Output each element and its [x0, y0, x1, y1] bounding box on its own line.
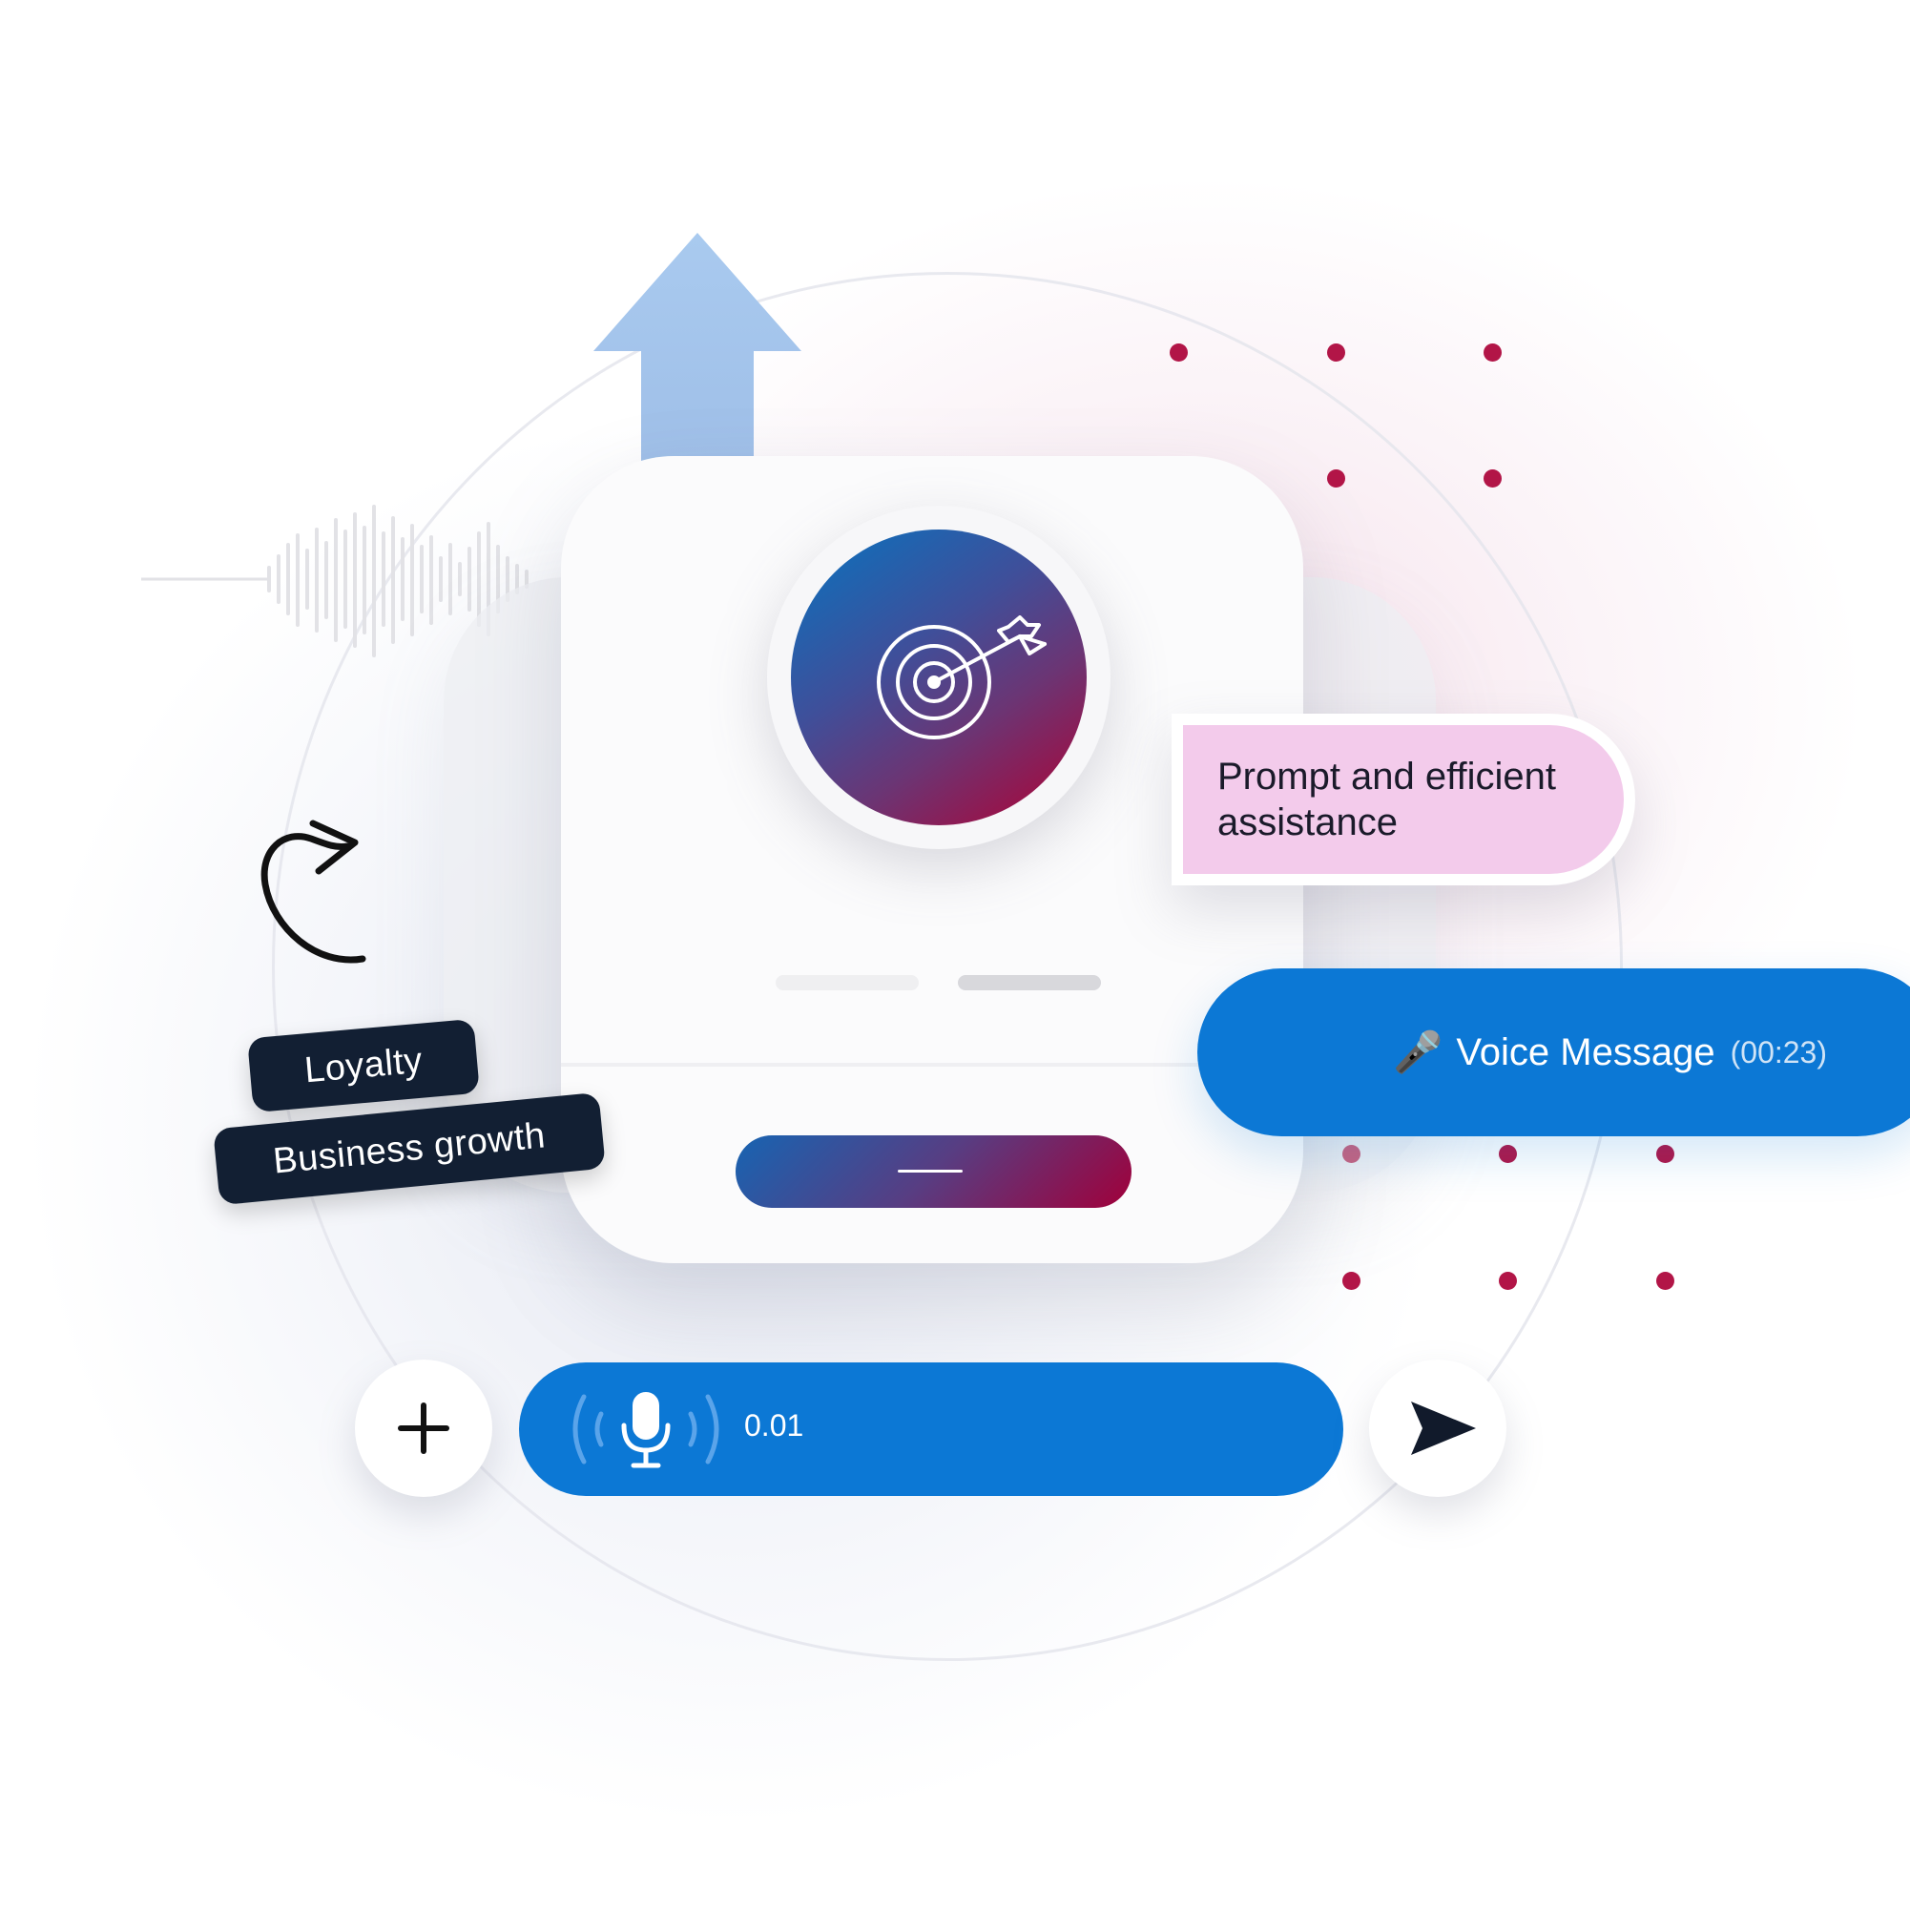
decorative-dot	[1342, 1145, 1360, 1163]
prompt-line-1: Prompt and efficient	[1217, 756, 1557, 798]
voice-message-bubble[interactable]: 🎤 Voice Message (00:23)	[1197, 968, 1910, 1136]
plus-icon	[398, 1402, 449, 1454]
recording-microphone-icon	[572, 1392, 719, 1468]
sound-waveform-icon	[141, 505, 529, 657]
decorative-dot	[1342, 1272, 1360, 1290]
recording-timer: 0.01	[744, 1408, 804, 1443]
card-divider	[561, 1063, 1303, 1067]
curved-arrow-icon	[260, 820, 366, 964]
decorative-dot	[1484, 469, 1502, 488]
prompt-message-content: Prompt and efficient assistance	[1183, 725, 1624, 874]
prompt-line-2: assistance	[1217, 801, 1398, 843]
voice-recording-input[interactable]: 0.01	[519, 1362, 1343, 1496]
prompt-message-bubble: Prompt and efficient assistance	[1172, 714, 1635, 885]
decorative-dot	[1327, 343, 1345, 362]
decorative-dot	[1499, 1272, 1517, 1290]
card-action-button[interactable]	[736, 1135, 1131, 1208]
placeholder-line	[958, 975, 1101, 990]
target-dart-icon	[877, 615, 1047, 739]
send-icon	[1411, 1402, 1476, 1455]
growth-arrow-icon	[593, 233, 801, 462]
decorative-dot	[1484, 343, 1502, 362]
background-ring	[272, 272, 1623, 1661]
target-badge-circle	[791, 530, 1087, 825]
decorative-dot	[1499, 1145, 1517, 1163]
voice-message-duration: (00:23)	[1730, 1034, 1827, 1070]
decorative-dot	[1170, 343, 1188, 362]
send-button[interactable]	[1369, 1360, 1506, 1497]
add-attachment-button[interactable]	[355, 1360, 492, 1497]
microphone-icon: 🎤	[1393, 1028, 1443, 1074]
decorative-dot	[1656, 1145, 1674, 1163]
decorative-dot	[1656, 1272, 1674, 1290]
target-badge	[767, 506, 1111, 849]
button-dash	[898, 1170, 963, 1173]
placeholder-line	[776, 975, 919, 990]
voice-message-label: Voice Message	[1456, 1030, 1715, 1073]
decorative-dot	[1327, 469, 1345, 488]
